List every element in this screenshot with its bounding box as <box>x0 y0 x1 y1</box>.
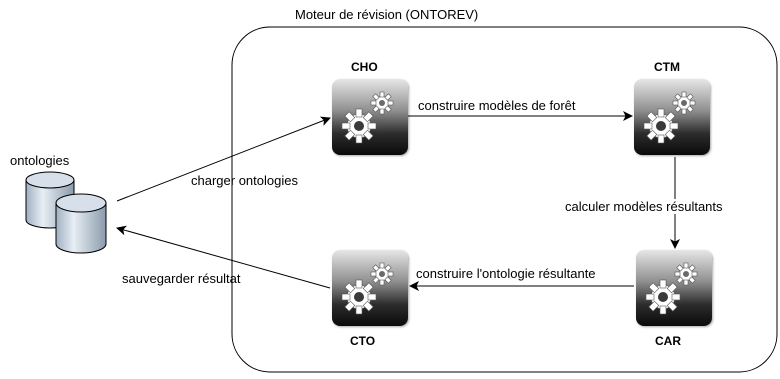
gears-icon <box>645 262 698 315</box>
module-cho-name: CHO <box>351 60 378 74</box>
edge-build-forest-label: construire modèles de forêt <box>418 98 576 113</box>
module-car[interactable] <box>636 250 712 326</box>
database-icon <box>25 171 107 254</box>
database-cylinder-front <box>55 193 107 254</box>
edge-compute-label: calculer modèles résultants <box>564 199 724 214</box>
gears-icon <box>341 91 394 144</box>
edge-load-arrow <box>116 116 331 202</box>
module-car-name: CAR <box>655 334 681 348</box>
module-cto[interactable] <box>332 250 408 326</box>
gears-icon <box>643 91 696 144</box>
module-ctm[interactable] <box>634 79 710 155</box>
module-ctm-name: CTM <box>654 60 680 74</box>
module-cto-name: CTO <box>350 334 376 348</box>
edge-load-label: charger ontologies <box>191 173 298 188</box>
module-cho[interactable] <box>332 79 408 155</box>
edge-save-arrow <box>116 225 331 289</box>
edge-build-ontology-label: construire l'ontologie résultante <box>416 266 596 281</box>
engine-boundary <box>231 26 778 373</box>
engine-title: Moteur de révision (ONTOREV) <box>295 7 479 22</box>
store-label: ontologies <box>10 153 70 168</box>
gears-icon <box>341 262 394 315</box>
edge-save-label: sauvegarder résultat <box>122 271 241 286</box>
